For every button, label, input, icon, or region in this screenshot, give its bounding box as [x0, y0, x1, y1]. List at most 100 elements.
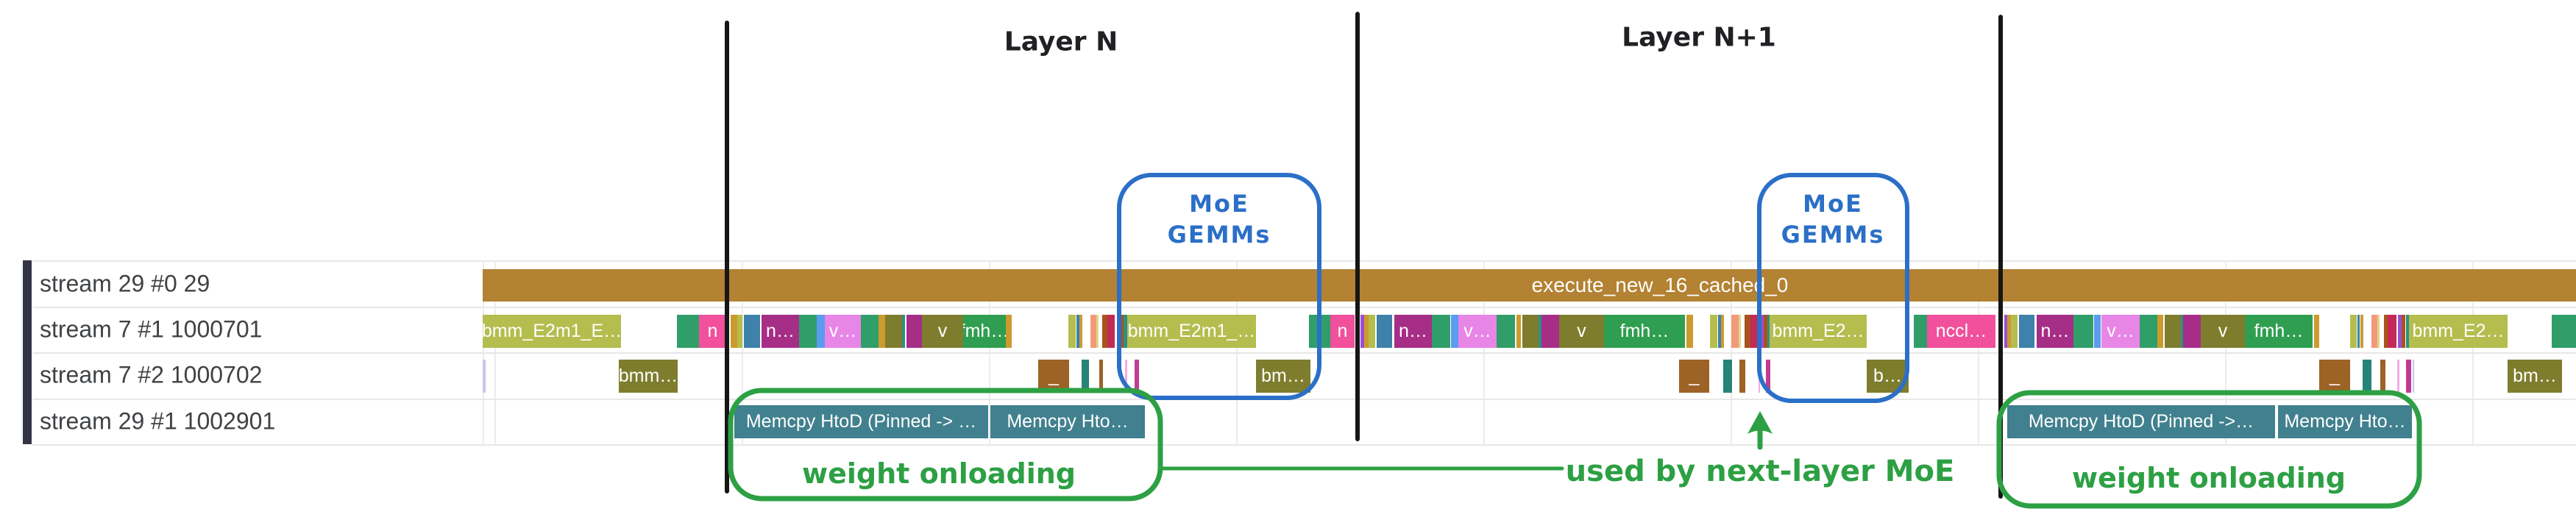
- track-label-stream-29-1[interactable]: stream 29 #1 1002901: [40, 407, 276, 435]
- slice[interactable]: [1686, 315, 1693, 348]
- slice[interactable]: [1539, 315, 1541, 348]
- slice[interactable]: bm…: [1256, 360, 1310, 393]
- slice[interactable]: [879, 315, 885, 348]
- slice[interactable]: [1135, 360, 1139, 393]
- slice[interactable]: [2402, 315, 2405, 348]
- slice[interactable]: v…: [825, 315, 861, 348]
- slice[interactable]: v…: [2101, 315, 2140, 348]
- slice[interactable]: [1541, 315, 1559, 348]
- slice[interactable]: [2140, 315, 2157, 348]
- slice[interactable]: [2552, 315, 2576, 348]
- slice[interactable]: [731, 315, 737, 348]
- slice[interactable]: fmh…: [2245, 315, 2313, 348]
- slice[interactable]: [1369, 315, 1375, 348]
- slice[interactable]: n: [1330, 315, 1355, 348]
- slice[interactable]: [1710, 315, 1717, 348]
- slice[interactable]: [1309, 315, 1330, 348]
- slice[interactable]: [2398, 315, 2402, 348]
- slice[interactable]: [1739, 315, 1741, 348]
- slice[interactable]: [885, 315, 902, 348]
- slice[interactable]: [677, 315, 699, 348]
- slice[interactable]: [1099, 360, 1103, 393]
- slice[interactable]: [2357, 315, 2360, 348]
- slice[interactable]: [483, 269, 2576, 302]
- slice[interactable]: [737, 315, 742, 348]
- slice[interactable]: _: [1038, 360, 1069, 393]
- slice[interactable]: [1451, 315, 1458, 348]
- slice[interactable]: [2183, 315, 2201, 348]
- slice[interactable]: [2011, 315, 2018, 348]
- slice[interactable]: [2380, 360, 2385, 393]
- slice[interactable]: bmm_E2…: [1770, 315, 1867, 348]
- slice[interactable]: [2181, 315, 2183, 348]
- slice[interactable]: _: [2319, 360, 2350, 393]
- slice[interactable]: n…: [762, 315, 799, 348]
- slice[interactable]: [2406, 360, 2411, 393]
- slice[interactable]: [1125, 360, 1127, 393]
- slice[interactable]: [861, 315, 879, 348]
- slice[interactable]: n…: [2037, 315, 2073, 348]
- slice[interactable]: [744, 315, 760, 348]
- slice[interactable]: bm…: [2508, 360, 2562, 393]
- slice[interactable]: [1102, 315, 1107, 348]
- slice[interactable]: [1068, 315, 1076, 348]
- slice[interactable]: n: [699, 315, 726, 348]
- slice[interactable]: [1107, 315, 1115, 348]
- slice[interactable]: [1377, 315, 1392, 348]
- slice[interactable]: [1721, 315, 1724, 348]
- slice[interactable]: fmh…: [963, 315, 1006, 348]
- slice[interactable]: [1718, 315, 1721, 348]
- track-label-stream-7-2[interactable]: stream 7 #2 1000702: [40, 361, 263, 388]
- slice[interactable]: v…: [1458, 315, 1497, 348]
- slice[interactable]: [1739, 360, 1745, 393]
- slice[interactable]: [2397, 360, 2399, 393]
- slice[interactable]: [2377, 315, 2380, 348]
- slice[interactable]: [1522, 315, 1539, 348]
- slice[interactable]: [1360, 315, 1364, 348]
- slice[interactable]: n…: [1394, 315, 1432, 348]
- track-label-stream-29-0[interactable]: stream 29 #0 29: [40, 270, 210, 297]
- slice[interactable]: [1497, 315, 1515, 348]
- slice[interactable]: [2165, 315, 2181, 348]
- slice[interactable]: [2360, 315, 2363, 348]
- slice[interactable]: [902, 315, 905, 348]
- slice[interactable]: [1006, 315, 1012, 348]
- slice[interactable]: Memcpy HtoD (Pinned -> …: [734, 405, 988, 438]
- slice[interactable]: [2406, 315, 2409, 348]
- slice[interactable]: Memcpy HtoD (Pinned ->…: [2007, 405, 2275, 438]
- slice[interactable]: bmm…: [619, 360, 678, 393]
- slice[interactable]: [799, 315, 817, 348]
- slice[interactable]: [1750, 315, 1757, 348]
- slice[interactable]: [2094, 315, 2101, 348]
- slice[interactable]: [1076, 315, 1079, 348]
- slice[interactable]: [1723, 360, 1732, 393]
- slice[interactable]: [2073, 315, 2093, 348]
- slice[interactable]: [1096, 315, 1099, 348]
- slice[interactable]: [1914, 315, 1927, 348]
- slice[interactable]: Memcpy Hto…: [2278, 405, 2412, 438]
- slice[interactable]: [906, 315, 922, 348]
- slice[interactable]: [1432, 315, 1450, 348]
- slice[interactable]: [817, 315, 825, 348]
- slice[interactable]: [1516, 315, 1521, 348]
- slice[interactable]: [1759, 360, 1760, 393]
- slice[interactable]: [1079, 315, 1082, 348]
- slice[interactable]: [1745, 315, 1750, 348]
- slice[interactable]: [2363, 360, 2371, 393]
- slice[interactable]: bmm_E2…: [2409, 315, 2508, 348]
- slice[interactable]: [2350, 315, 2357, 348]
- slice[interactable]: v: [2201, 315, 2245, 348]
- track-label-stream-7-1[interactable]: stream 7 #1 1000701: [40, 315, 263, 343]
- slice[interactable]: [2384, 315, 2388, 348]
- slice[interactable]: [2004, 315, 2007, 348]
- slice[interactable]: [2413, 360, 2414, 393]
- slice[interactable]: b…: [1867, 360, 1909, 393]
- slice[interactable]: [2388, 315, 2396, 348]
- slice[interactable]: fmh…: [1604, 315, 1685, 348]
- slice[interactable]: v: [922, 315, 963, 348]
- slice[interactable]: [483, 360, 486, 393]
- slice[interactable]: bmm_E2m1_E…: [483, 315, 621, 348]
- slice[interactable]: [2314, 315, 2319, 348]
- slice[interactable]: [1731, 315, 1739, 348]
- slice[interactable]: Memcpy Hto…: [990, 405, 1145, 438]
